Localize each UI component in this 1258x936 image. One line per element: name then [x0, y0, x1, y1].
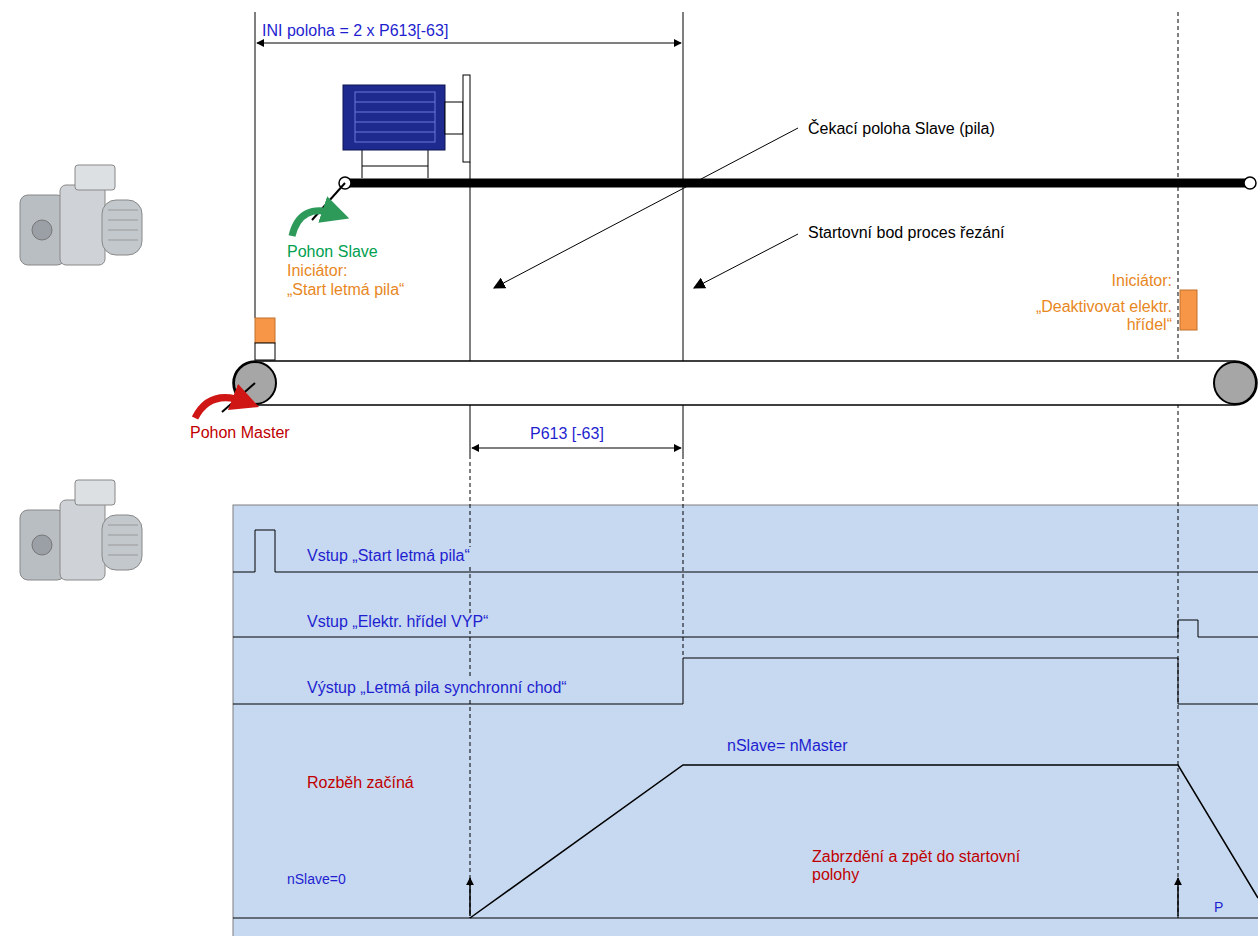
speed-profile	[470, 765, 1258, 918]
roller	[1214, 362, 1256, 404]
reference-line	[470, 162, 471, 455]
reference-line	[683, 455, 684, 657]
event-label: Rozběh začíná	[305, 774, 416, 792]
event-label: Zabrzdění a zpět do startovní polohy	[810, 848, 1046, 884]
leader-line	[694, 234, 798, 288]
axis-label: P	[1212, 898, 1225, 916]
sensor-label: Iniciátor:	[287, 262, 347, 280]
sensor-label: „Start letmá pila“	[287, 281, 404, 299]
callout-text: Čekací poloha Slave (pila)	[808, 120, 995, 138]
drive-label: Pohon Master	[190, 424, 290, 442]
axis-line	[233, 918, 1258, 919]
sensor-label: Iniciátor:	[1112, 272, 1172, 290]
signal-trace	[233, 530, 1258, 572]
conveyor-belt	[233, 361, 1257, 405]
sensor-label: „Deaktivovat elektr. hřídel“	[1007, 298, 1172, 334]
timing-panel	[233, 505, 1258, 936]
rotation-arrow	[292, 211, 336, 236]
saw-motor	[343, 75, 470, 178]
gear-motor-icon	[20, 480, 142, 580]
speed-label: nSlave= nMaster	[725, 737, 850, 755]
dimension-label: INI poloha = 2 x P613[-63]	[262, 22, 448, 40]
event-arrow	[469, 878, 471, 916]
dimension-arrow	[257, 43, 681, 44]
sensor	[1180, 290, 1197, 330]
sensor	[255, 318, 275, 343]
gear-motor-icon	[20, 165, 142, 265]
signal-name: Vstup „Elektr. hřídel VYP“	[305, 613, 490, 631]
leader-line	[494, 128, 798, 288]
signal-name: Výstup „Letmá pila synchronní chod“	[305, 679, 569, 697]
reference-line	[255, 12, 256, 318]
event-arrow	[1177, 878, 1179, 916]
signal-name: Vstup „Start letmá pila“	[305, 547, 472, 565]
dimension-label: P613 [-63]	[530, 425, 604, 443]
dimension-arrow	[472, 448, 681, 449]
rotation-arrow	[195, 398, 246, 418]
saw-blade	[463, 75, 470, 162]
speed-label: nSlave=0	[285, 870, 348, 888]
drive-label: Pohon Slave	[287, 243, 378, 261]
reference-line	[1178, 12, 1179, 918]
signal-trace	[233, 658, 1258, 704]
callout-text: Startovní bod proces řezání	[808, 224, 1005, 242]
saw-rail	[345, 179, 1252, 188]
